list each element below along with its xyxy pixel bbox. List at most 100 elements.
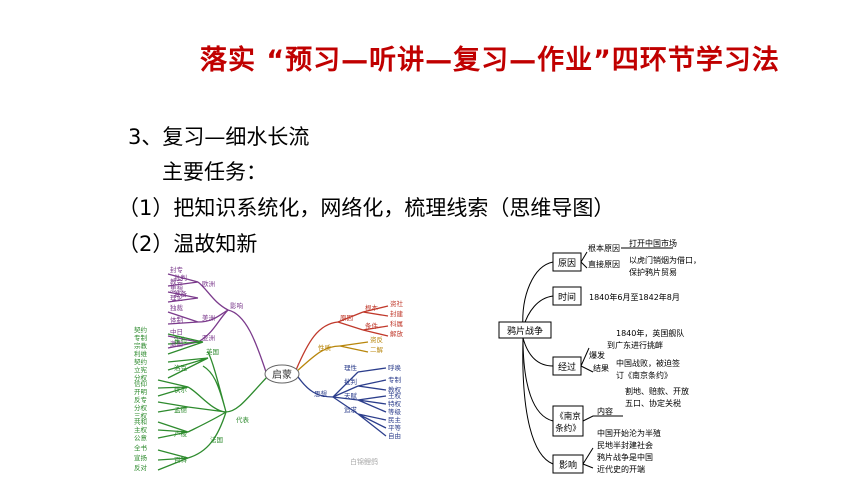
mindmap-label: 近代史的开端 [597,464,645,474]
task-label: 主要任务： [162,160,267,184]
leaf: 三权 [134,411,148,420]
center-label: 鸦片战争 [507,325,543,337]
group-label: 欧洲 [202,279,215,288]
watermark: 白锦鲤鸽 [350,457,378,466]
group-label: 百科 [174,455,188,464]
branch-node-treaty [552,405,584,437]
leaf: 自由 [388,431,401,440]
leaf: 立宪 [134,365,148,374]
leaf: 教会 [170,277,184,286]
group-label: 卢梭 [174,429,188,438]
leaf: 体制 [170,315,184,324]
leaf: 思想 [170,284,184,293]
mindmap-label: 1840年6月至1842年8月 [589,292,680,302]
mindmap-label: 保护鸦片贸易 [629,267,677,277]
leaf: 批判 [174,273,187,282]
mindmap-label: 直接原因 [588,259,620,269]
mindmap-label: 时间 [558,291,576,303]
leaf: 信仰 [134,379,147,388]
section-heading: 3、复习—细水长流 [128,125,310,149]
mindmap-label: 根本原因 [588,243,620,253]
group-label: 思想 [314,389,328,398]
leaf: 专制 [388,375,402,384]
enlightenment-mindmap: 启蒙 封专 教会 思想 理论 批判 准备 欧洲 独裁 体制 美洲 中日 激励 亚… [134,265,404,472]
branch-node-time [552,286,582,306]
leaf: 理性 [344,363,358,372]
mindmap-label: 中国战败，被迫签 [616,358,680,368]
leaf: 特权 [388,399,402,408]
mindmap-label: 影响 [559,459,577,471]
group-label: 伏尔 [174,385,188,394]
mindmap-label: 结果 [593,363,609,373]
leaf: 开明 [134,388,148,396]
leaf: 公意 [134,433,148,442]
leaf: 契约 [134,325,147,334]
mindmap-label: 《南京 [555,411,581,422]
leaf: 独裁 [170,303,184,312]
mindmap-label: 订《南京条约》 [616,370,672,380]
mindmap-label: 五口、协定关税 [625,398,681,408]
leaf: 利维 [134,349,148,358]
leaf: 准备 [174,289,188,298]
mindmap-label: 打开中国市场 [629,238,677,248]
mindmap-label: 以虎门销烟为借口， [629,255,701,265]
leaf: 等级 [388,407,402,416]
task-point-2: （2）温故知新 [118,232,258,256]
branch-node-process [552,356,582,376]
center-node [498,321,552,339]
group-label: 亚洲 [202,334,215,342]
mindmap-label: 内容 [597,406,613,416]
leaf: 二解 [370,345,384,354]
branch-node-cause [552,252,582,272]
leaf: 分权 [134,403,148,412]
group-label: 性质 [318,343,332,352]
leaf: 中日 [170,327,183,336]
leaf: 理论 [170,293,184,302]
leaf: 契约 [134,357,147,366]
leaf: 封专 [170,265,184,274]
leaf: 资反 [370,335,384,344]
mindmap-label: 鸦片战争是中国 [597,452,653,462]
leaf: 条件 [365,321,379,330]
leaf: 专制 [134,333,148,342]
mindmap-label: 到广东进行挑衅 [607,340,663,350]
branch-label: 代表 [236,415,250,424]
group-label: 洛克 [174,363,188,372]
opium-war-mindmap: 鸦片战争 原因 根本原因 打开中国市场 直接原因 以虎门销烟为借口， 保护鸦片贸… [498,238,701,474]
leaf: 宗教 [134,341,148,350]
leaf: 追求 [344,405,358,414]
mindmap-label: 经过 [558,361,576,373]
leaf: 主权 [134,425,148,434]
leaf: 王权 [388,391,402,400]
leaf: 呼唤 [388,363,402,372]
group-label: 原因 [340,314,353,322]
group-label: 孟德 [174,405,188,414]
leaf: 根本 [365,303,379,312]
center-label: 启蒙 [272,368,292,381]
leaf: 共和 [134,417,147,426]
mindmap-label: 原因 [558,258,576,269]
mindmap-label: 割地、赔款、开放 [625,386,689,396]
leaf: 封建 [390,309,404,318]
task-point-1: （1）把知识系统化，网络化，梳理线索（思维导图） [118,196,615,220]
leaf: 科属 [390,319,403,328]
mindmap-label: 条约》 [555,423,581,434]
leaf: 资社 [390,299,404,308]
leaf: 批判 [344,377,357,386]
leaf: 全书 [134,443,148,452]
branch-node-impact [552,454,584,474]
leaf: 民主 [388,415,402,424]
leaf: 分权 [134,373,148,382]
mindmap-label: 中国开始沦为半殖 [597,428,661,438]
group-label: 法国 [210,435,223,444]
mindmap-label: 1840年，英国舰队 [616,328,684,338]
group-label: 英国 [206,347,219,356]
group-label: 美洲 [202,313,215,322]
leaf: 反对 [134,463,148,472]
center-node [264,364,300,384]
mindmap-label: 爆发 [589,350,605,360]
slide-title: 落实 “预习—听讲—复习—作业”四环节学习法 [200,45,780,76]
leaf: 反专 [134,395,148,404]
leaf: 激励 [170,339,184,348]
leaf: 平等 [388,423,402,432]
